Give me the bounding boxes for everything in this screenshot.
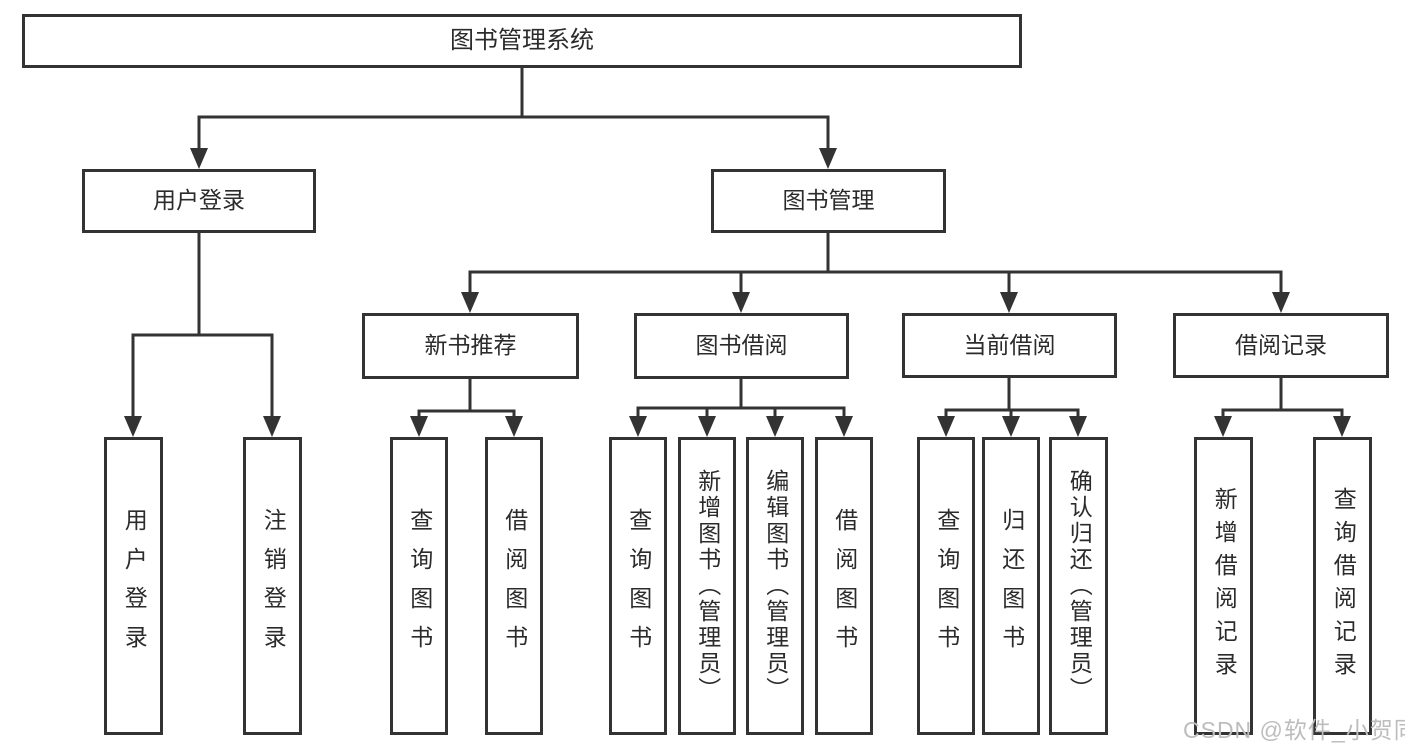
node-leaf-user-login: 用户登录 (104, 437, 163, 735)
node-label: 编辑图书（管理员） (762, 469, 789, 703)
node-label: 新增图书（管理员） (694, 469, 721, 703)
node-new-book-recommend: 新书推荐 (362, 313, 579, 379)
node-label: 借阅图书 (501, 508, 528, 664)
node-label: 借阅记录 (1235, 331, 1327, 358)
node-label: 查询图书 (933, 508, 960, 664)
node-current-borrowing: 当前借阅 (902, 313, 1117, 378)
node-label: 用户登录 (153, 187, 245, 214)
node-leaf-borrow-books-recommend: 借阅图书 (485, 437, 543, 735)
node-label: 图书管理 (782, 187, 875, 214)
node-label: 图书借阅 (695, 332, 788, 359)
node-leaf-logout: 注销登录 (243, 437, 302, 735)
node-leaf-borrow-books: 借阅图书 (815, 437, 873, 735)
node-leaf-add-borrow-record: 新增借阅记录 (1194, 437, 1253, 735)
node-label: 查询借阅记录 (1330, 487, 1357, 685)
node-label: 用户登录 (121, 508, 148, 664)
node-leaf-query-books-borrow: 查询图书 (609, 437, 667, 735)
node-leaf-confirm-return-admin: 确认归还（管理员） (1049, 437, 1108, 735)
node-label: 确认归还（管理员） (1066, 469, 1093, 703)
node-label: 查询图书 (406, 508, 433, 664)
node-book-borrowing: 图书借阅 (634, 313, 849, 379)
node-label: 图书管理系统 (450, 26, 594, 54)
node-label: 归还图书 (998, 508, 1025, 664)
node-label: 查询图书 (625, 508, 652, 664)
node-leaf-query-borrow-record: 查询借阅记录 (1313, 437, 1372, 735)
node-borrowing-records: 借阅记录 (1173, 313, 1389, 378)
node-label: 新增借阅记录 (1211, 487, 1238, 685)
node-leaf-edit-books-admin: 编辑图书（管理员） (746, 437, 804, 735)
node-leaf-return-books: 归还图书 (982, 437, 1040, 735)
node-leaf-add-books-admin: 新增图书（管理员） (678, 437, 736, 735)
node-label: 借阅图书 (831, 508, 858, 664)
node-label: 新书推荐 (424, 332, 517, 359)
node-book-management: 图书管理 (711, 169, 946, 233)
node-leaf-query-books-current: 查询图书 (917, 437, 975, 735)
node-library-system: 图书管理系统 (22, 14, 1022, 68)
watermark-text: CSDN @软件_小贺同学 (1183, 717, 1405, 743)
node-user-login: 用户登录 (82, 169, 316, 233)
node-label: 当前借阅 (963, 331, 1056, 358)
node-leaf-query-books-recommend: 查询图书 (390, 437, 448, 735)
node-label: 注销登录 (260, 508, 287, 664)
